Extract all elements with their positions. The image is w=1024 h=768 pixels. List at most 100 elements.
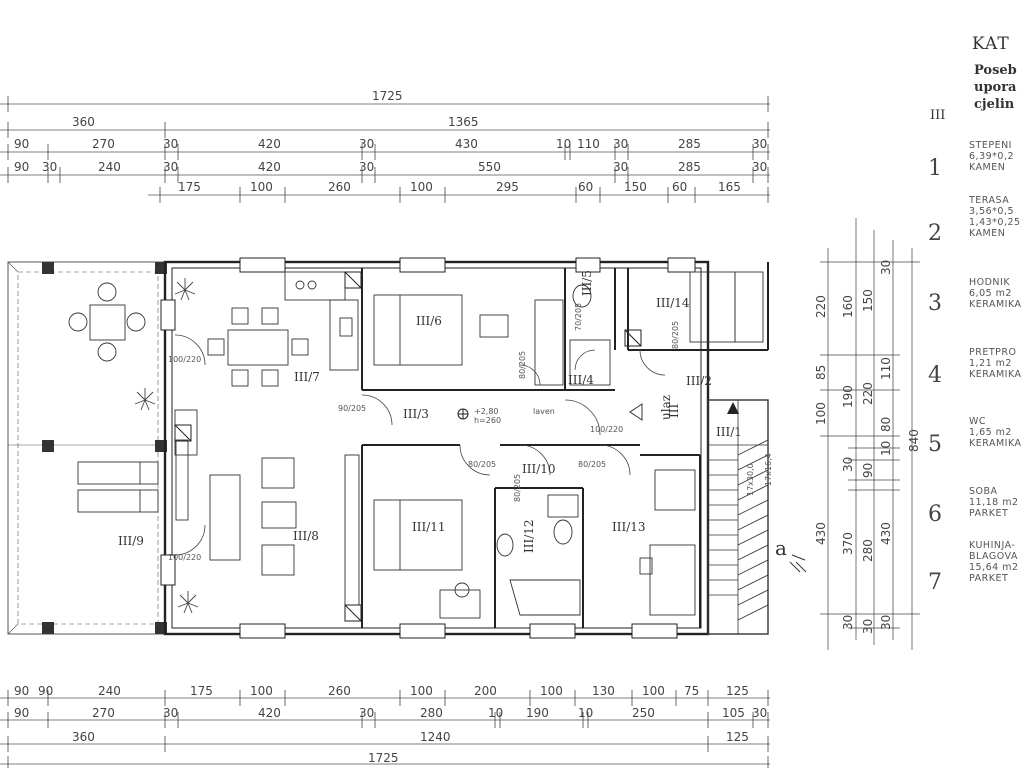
entrance-arrow-icon — [629, 403, 643, 421]
room-label-III-7: III/7 — [294, 370, 320, 384]
structural-columns — [42, 262, 167, 634]
legend-entry-line: 6,05 m2 — [969, 288, 1012, 299]
dim-right-4-3: 10 — [879, 441, 893, 456]
interior-walls — [361, 262, 769, 628]
legend-entry-number: 6 — [928, 502, 942, 527]
legend-entry-line: SOBA — [969, 486, 998, 497]
dim-top-5-1: 100 — [250, 180, 273, 194]
legend-entry-line: 6,39*0,2 — [969, 151, 1015, 162]
dim-top-3-4: 30 — [359, 137, 374, 151]
dim-bot-1-11: 75 — [684, 684, 699, 698]
door-tag-9: 80/205 — [513, 474, 522, 502]
door-tag-3: 80/205 — [671, 321, 680, 349]
legend-heading-line: cjelin — [974, 97, 1015, 112]
legend-entry-text: STEPENI 6,39*0,2 KAMEN — [969, 140, 1014, 173]
legend-heading-line: Poseb — [974, 63, 1017, 78]
dim-top-1-0: 1725 — [372, 89, 403, 103]
section-mark-label: a — [775, 536, 787, 560]
level-height: h=260 — [474, 416, 501, 425]
dim-top-5-2: 260 — [328, 180, 351, 194]
legend-entry-line: 1,43*0,25 — [969, 217, 1021, 228]
dim-right-2-1: 190 — [841, 385, 855, 408]
dim-top-4-6: 550 — [478, 160, 501, 174]
legend-entry-number: 1 — [928, 156, 942, 181]
dim-right-2-2: 30 — [841, 457, 855, 472]
legend-entry-line: HODNIK — [969, 277, 1011, 288]
dim-bot-3-0: 360 — [72, 730, 95, 744]
dim-top-3-0: 90 — [14, 137, 29, 151]
legend-entry-line: KERAMIKA — [969, 438, 1022, 449]
dim-right-3-0: 150 — [861, 289, 875, 312]
dim-bot-2-5: 280 — [420, 706, 443, 720]
dim-top-4-2: 240 — [98, 160, 121, 174]
dim-bot-2-8: 10 — [578, 706, 593, 720]
dim-bot-3-1: 1240 — [420, 730, 451, 744]
door-tag-0: 90/205 — [338, 404, 366, 413]
legend-heading-line: upora — [974, 80, 1017, 95]
legend-entry-line: 3,56*0,5 — [969, 206, 1015, 217]
dim-top-3-1: 270 — [92, 137, 115, 151]
legend-entry-line: 15,64 m2 — [969, 562, 1019, 573]
room-label-III-13: III/13 — [612, 520, 646, 534]
bottom-dimension-ticks — [7, 690, 769, 768]
dim-top-4-8: 285 — [678, 160, 701, 174]
stair-spec-1: 17x16,4 — [764, 453, 773, 486]
dim-top-3-9: 285 — [678, 137, 701, 151]
entry-mark: III — [667, 404, 681, 418]
legend-entry-text: WC 1,65 m2 KERAMIKA — [969, 416, 1022, 449]
dim-top-4-1: 30 — [42, 160, 57, 174]
plan-notes: ulaz III +2,80 h=260 laven 17x16,4 17x30… — [474, 395, 787, 560]
top-dimension-values: 1725 360 1365 90 270 30 420 30 430 10 11… — [14, 89, 767, 194]
legend-entry-line: WC — [969, 416, 987, 427]
dim-bot-3-2: 125 — [726, 730, 749, 744]
room-label-III-8: III/8 — [293, 529, 319, 543]
legend-entry-number: 5 — [928, 432, 942, 457]
level-mark: +2,80 — [474, 407, 499, 416]
dim-top-3-8: 30 — [613, 137, 628, 151]
vent-shafts — [174, 271, 642, 622]
dim-top-3-3: 420 — [258, 137, 281, 151]
legend-entry-text: SOBA 11,18 m2 PARKET — [969, 486, 1019, 519]
dim-bot-2-0: 90 — [14, 706, 29, 720]
dim-top-5-5: 60 — [578, 180, 593, 194]
dim-bot-2-3: 420 — [258, 706, 281, 720]
dim-right-2-3: 370 — [841, 532, 855, 555]
legend-entry-line: 1,21 m2 — [969, 358, 1012, 369]
dim-bot-1-5: 260 — [328, 684, 351, 698]
dim-bot-1-4: 100 — [250, 684, 273, 698]
door-tag-6: 100/220 — [168, 355, 201, 364]
door-tag-7: 100/220 — [168, 553, 201, 562]
legend-entry-line: KERAMIKA — [969, 369, 1022, 380]
right-dimension-lines — [827, 218, 913, 650]
dim-right-3-4: 30 — [861, 619, 875, 634]
legend-entry-6: 6 SOBA 11,18 m2 PARKET — [928, 486, 1024, 531]
level-marker-icon — [457, 408, 469, 420]
door-tag-8: 70/205 — [574, 303, 583, 331]
legend-entry-1: 1 STEPENI 6,39*0,2 KAMEN — [928, 140, 1024, 190]
legend-entry-number: 4 — [928, 363, 942, 388]
legend-entry-5: 5 WC 1,65 m2 KERAMIKA — [928, 416, 1024, 461]
dim-bot-1-9: 130 — [592, 684, 615, 698]
room-label-III-14: III/14 — [656, 296, 690, 310]
legend-entry-line: 1,65 m2 — [969, 427, 1012, 438]
dim-top-3-10: 30 — [752, 137, 767, 151]
legend-entry-number: 2 — [928, 221, 942, 246]
dim-right-2-4: 30 — [841, 615, 855, 630]
dim-right-4-1: 110 — [879, 357, 893, 380]
legend-entry-2: 2 TERASA 3,56*0,5 1,43*0,25 KAMEN — [928, 195, 1024, 255]
right-dimension-ticks — [820, 261, 920, 629]
furniture — [68, 271, 764, 619]
dim-right-4-2: 80 — [879, 417, 893, 432]
legend-heading: Poseb upora cjelin — [974, 62, 1017, 113]
plant-icons — [134, 278, 199, 614]
legend-entry-text: KUHINJA- BLAGOVA 15,64 m2 PARKET — [969, 540, 1019, 584]
dim-top-3-2: 30 — [163, 137, 178, 151]
legend-entry-7: 7 KUHINJA- BLAGOVA 15,64 m2 PARKET — [928, 540, 1024, 596]
dim-right-1-2: 100 — [814, 402, 828, 425]
legend-entry-number: 3 — [928, 291, 942, 316]
dim-top-5-8: 165 — [718, 180, 741, 194]
top-dimension-lines — [0, 103, 770, 196]
room-label-III-12: III/12 — [522, 519, 536, 553]
door-swings — [174, 334, 666, 556]
